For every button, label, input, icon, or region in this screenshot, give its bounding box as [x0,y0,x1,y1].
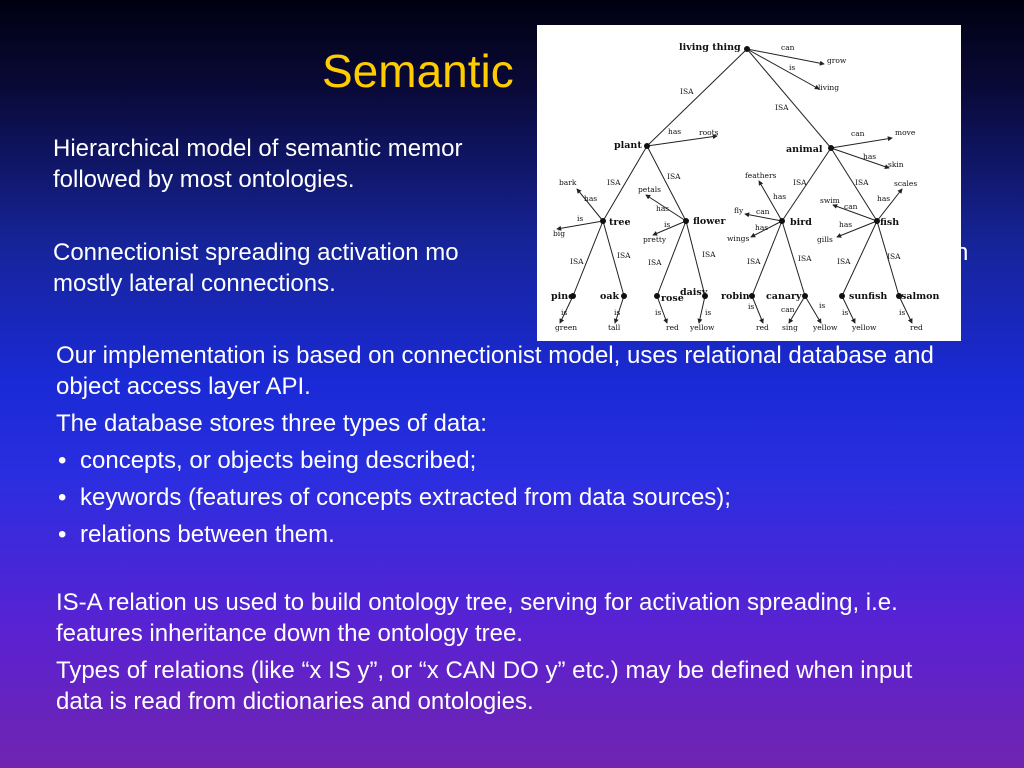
edge-label: can [781,43,795,52]
edge-label: ISA [680,87,694,96]
edge-label: is [899,308,905,317]
edge-label: ISA [793,178,807,187]
edge-label: fly [734,206,744,215]
list-item: keywords (features of concepts extracted… [56,482,956,513]
edge-label: ISA [798,254,812,263]
relation-types-paragraph: Types of relations (like “x IS y”, or “x… [56,657,913,715]
edge-label: has [863,152,876,161]
node-robin: robin [721,291,750,302]
edge-label: ISA [747,257,761,266]
edge-label: wings [727,234,749,243]
node-daisy: daisy [680,287,708,298]
edge-label: has [877,194,890,203]
edge-label: can [851,129,865,138]
connectionist-paragraph: Connectionist spreading activation mo n … [53,237,983,299]
edge-label: can [756,207,770,216]
node-tree: tree [609,217,630,228]
edge-label: has [755,223,768,232]
semantic-network-svg: living thing plant animal tree flower bi… [551,42,940,332]
edge-label: can [781,305,795,314]
node-plant: plant [614,140,642,151]
edge-label: is [842,308,848,317]
node-animal: animal [786,144,823,155]
edge-label: move [895,128,916,137]
edge-label: yellow [689,323,715,332]
edge-label: bark [559,178,577,187]
node-dots [570,46,902,299]
edge-label: red [756,323,769,332]
node-canary: canary [766,291,802,302]
edge-label: feathers [745,171,777,180]
edge-label: yellow [851,323,877,332]
edge-label: red [910,323,923,332]
edge-label: ISA [648,258,662,267]
edge-label: is [819,301,825,310]
semantic-network-diagram: living thing plant animal tree flower bi… [537,25,961,341]
edge-label: ISA [607,178,621,187]
edge-label: living [818,83,839,92]
edge-label: petals [638,185,661,194]
edge-label: is [748,302,754,311]
edge-label: is [614,308,620,317]
edge-label: ISA [702,250,716,259]
edge-label: red [666,323,679,332]
node-pine: pine [551,291,574,302]
edge-label: is [655,308,661,317]
types-heading: The database stores three types of data: [56,410,487,437]
edge-label: has [773,192,786,201]
edge-label: has [839,220,852,229]
edge-label: yellow [812,323,838,332]
node-rose: rose [661,293,684,304]
node-oak: oak [600,291,619,302]
slide-title: Semantic [322,45,514,97]
implementation-text: Our implementation is based on connectio… [56,340,956,717]
edge-label: roots [699,128,719,137]
edge-label: sing [782,323,798,332]
data-types-list: concepts, or objects being described; ke… [56,445,956,550]
edge-label: has [668,127,681,136]
edge-label: ISA [617,251,631,260]
node-living-thing: living thing [679,42,741,53]
edge-label: has [656,204,669,213]
paragraph-line: mostly lateral connections. [53,270,336,297]
edge-label: ISA [887,252,901,261]
isa-paragraph: IS-A relation us used to build ontology … [56,589,898,647]
paragraph-line: Connectionist spreading activation mo [53,239,459,266]
edge-label: ISA [775,103,789,112]
edge-label: ISA [837,257,851,266]
node-fish: fish [880,217,899,228]
edge-label: ISA [855,178,869,187]
hierarchy-edges [572,48,900,297]
edge-label: can [844,202,858,211]
paragraph-line: Hierarchical model of semantic memor [53,135,463,162]
node-sunfish: sunfish [849,291,887,302]
edge-label: has [584,194,597,203]
list-item: concepts, or objects being described; [56,445,956,476]
edge-label: is [664,220,670,229]
edge-label: skin [888,160,904,169]
edge-label: ISA [667,172,681,181]
edge-label: gills [817,235,833,244]
edge-label: grow [827,56,847,65]
edge-label: swim [820,196,840,205]
paragraph-line: followed by most ontologies. [53,166,355,193]
edge-label: scales [894,179,917,188]
hierarchical-model-paragraph: Hierarchical model of semantic memor fol… [53,133,983,195]
node-salmon: salmon [901,291,940,302]
property-arrows [556,48,913,324]
node-flower: flower [693,216,726,227]
edge-label: green [555,323,577,332]
edge-label: tall [608,323,621,332]
edge-label: pretty [643,235,667,244]
edge-label: big [553,229,565,238]
node-bird: bird [790,217,812,228]
edge-label: is [561,308,567,317]
edge-label: is [789,63,795,72]
intro-paragraph: Our implementation is based on connectio… [56,342,934,400]
edge-label: ISA [570,257,584,266]
edge-label: is [577,214,583,223]
edge-label: is [705,308,711,317]
list-item: relations between them. [56,519,956,550]
